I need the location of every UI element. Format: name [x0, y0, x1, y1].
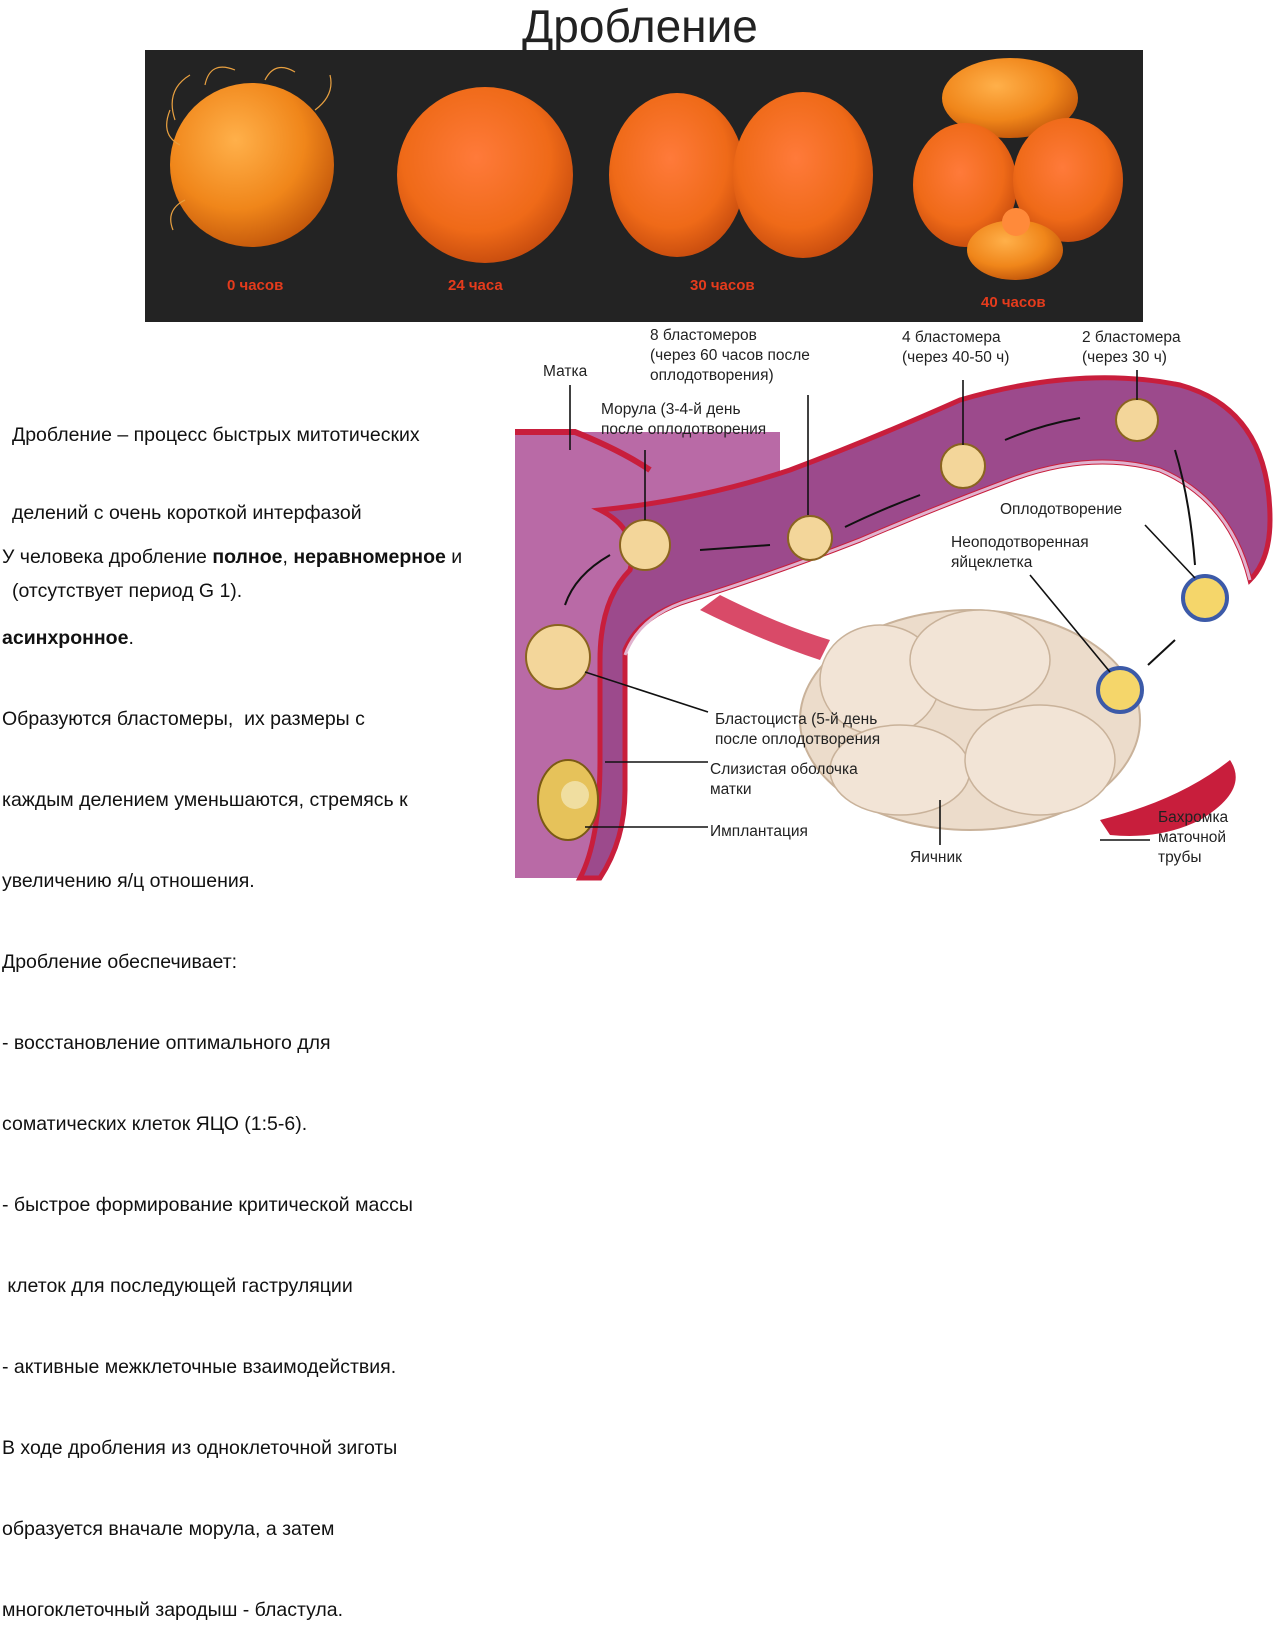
stage-label-0h: 0 часов — [227, 277, 284, 294]
label-fertilization: Оплодотворение — [1000, 501, 1123, 518]
intro-line: Дробление – процесс быстрых митотических — [12, 424, 420, 446]
bold-term-async: асинхронное — [2, 627, 129, 649]
page-title: Дробление — [522, 0, 758, 52]
label-implantation: Имплантация — [710, 823, 808, 840]
main-line-2: асинхронное. — [2, 625, 462, 652]
blastocyst — [525, 624, 591, 690]
two-cell-30h — [609, 92, 873, 258]
cleavage-photos — [166, 58, 1123, 280]
stage-label-24h: 24 часа — [448, 277, 503, 294]
cleavage-photo-strip: 0 часов 24 часа 30 часов 40 часов — [145, 50, 1143, 322]
morula — [619, 519, 671, 571]
text-segment: . — [128, 627, 134, 649]
label-2-blastomeres: 2 бластомера (через 30 ч) — [1082, 329, 1181, 366]
ovary — [799, 609, 1141, 831]
four-blastomeres — [940, 443, 986, 489]
intro-line: (отсутствует период G 1). — [12, 580, 243, 602]
main-line: образуется вначале морула, а затем — [2, 1518, 335, 1540]
fertilized-egg — [1181, 574, 1229, 622]
leader-lines — [569, 370, 1196, 845]
main-line-1: У человека дробление полное, неравномерн… — [2, 544, 462, 571]
main-line: увеличению я/ц отношения. — [2, 870, 255, 892]
text-segment: , — [282, 546, 294, 568]
main-line: - восстановление оптимального для — [2, 1032, 331, 1054]
main-line: многоклеточный зародыш - бластула. — [2, 1599, 344, 1621]
bold-term-full: полное — [212, 546, 283, 568]
bold-term-uneven: неравномерное — [293, 546, 446, 568]
label-uterus: Матка — [543, 363, 588, 380]
label-4-blastomeres: 4 бластомера (через 40-50 ч) — [902, 329, 1010, 366]
label-fimbriae: Бахромка маточной трубы — [1158, 809, 1229, 866]
uterus-wall-outer — [515, 429, 652, 473]
intro-text: Дробление – процесс быстрых митотических… — [12, 370, 420, 630]
label-morula: Морула (3-4-й день после оплодотворения — [601, 401, 767, 438]
label-8-blastomeres: 8 бластомеров (через 60 часов после опло… — [650, 327, 810, 384]
text-segment: У человека дробление — [2, 546, 213, 568]
unfertilized-egg — [1096, 666, 1144, 714]
four-cell-40h — [913, 58, 1123, 280]
tube-lumen-line — [623, 460, 1252, 656]
main-line: Дробление обеспечивает: — [2, 951, 238, 973]
main-line: соматических клеток ЯЦО (1:5-6). — [2, 1113, 308, 1135]
fimbriae — [1100, 760, 1236, 836]
eight-blastomeres — [787, 515, 833, 561]
main-line: - активные межклеточные взаимодействия. — [2, 1356, 397, 1378]
main-text: У человека дробление полное, неравномерн… — [2, 490, 462, 1651]
intro-line: делений с очень короткой интерфазой — [12, 502, 362, 524]
label-ovary: Яичник — [910, 849, 962, 866]
main-line: - быстрое формирование критической массы — [2, 1194, 413, 1216]
zygote-24h — [397, 87, 573, 263]
main-line: В ходе дробления из одноклеточной зиготы — [2, 1437, 398, 1459]
label-uterine-mucosa: Слизистая оболочка матки — [710, 761, 858, 798]
main-line: клеток для последующей гаструляции — [2, 1275, 353, 1297]
label-blastocyst: Бластоциста (5-й день после оплодотворен… — [715, 711, 881, 748]
zygote-0h — [166, 66, 334, 247]
implantation-embryo — [537, 759, 599, 841]
anatomy-diagram — [515, 370, 1273, 881]
text-segment: и — [445, 546, 463, 568]
ovarian-ligament — [700, 595, 830, 660]
main-line: каждым делением уменьшаются, стремясь к — [2, 789, 408, 811]
two-blastomeres — [1115, 398, 1159, 442]
label-unfertilized-egg: Неоподотворенная яйцеклетка — [951, 534, 1089, 571]
stage-label-40h: 40 часов — [981, 294, 1046, 311]
migration-arrows — [564, 417, 1196, 666]
stage-label-30h: 30 часов — [690, 277, 755, 294]
main-line: Образуются бластомеры, их размеры с — [2, 708, 365, 730]
